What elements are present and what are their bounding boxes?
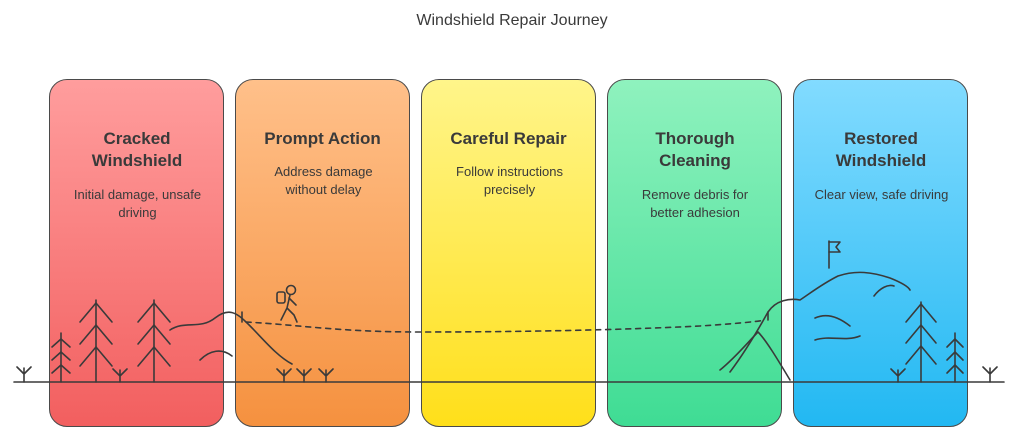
stage-description: Initial damage, unsafe driving: [73, 187, 202, 220]
grass-tuft-icon: [16, 366, 32, 383]
stage-title: Thorough Cleaning: [655, 129, 735, 170]
stage-title: Cracked Windshield: [91, 129, 183, 170]
tree-icon: [905, 301, 937, 383]
stage-card-careful-repair: Careful Repair Follow instructions preci…: [421, 79, 596, 427]
stage-description: Remove debris for better adhesion: [641, 187, 749, 220]
stage-description: Follow instructions precisely: [456, 164, 563, 197]
grass-tuft-icon: [982, 366, 998, 383]
grass-tuft-icon: [890, 368, 906, 383]
tree-icon: [137, 299, 171, 383]
grass-tuft-icon: [276, 368, 292, 383]
stage-description: Clear view, safe driving: [814, 187, 949, 202]
tree-icon: [79, 299, 113, 383]
stage-card-restored-windshield: Restored Windshield Clear view, safe dri…: [793, 79, 968, 427]
hiker-icon: [276, 284, 298, 323]
stage-description: Address damage without delay: [274, 164, 373, 197]
stage-card-cracked-windshield: Cracked Windshield Initial damage, unsaf…: [49, 79, 224, 427]
stage-card-thorough-cleaning: Thorough Cleaning Remove debris for bett…: [607, 79, 782, 427]
hill-left: [169, 311, 293, 365]
stage-title: Careful Repair: [450, 129, 567, 148]
grass-tuft-icon: [318, 368, 334, 383]
stage-card-prompt-action: Prompt Action Address damage without del…: [235, 79, 410, 427]
grass-tuft-icon: [296, 368, 312, 383]
flag-icon: [828, 240, 841, 269]
diagram-title: Windshield Repair Journey: [416, 12, 608, 29]
grass-tuft-icon: [112, 368, 128, 383]
mountain-right: [729, 271, 911, 373]
journey-path: [245, 319, 766, 333]
tree-icon: [946, 332, 964, 383]
tree-icon: [51, 332, 71, 383]
stage-title: Restored Windshield: [835, 129, 927, 170]
stage-title: Prompt Action: [264, 129, 381, 148]
